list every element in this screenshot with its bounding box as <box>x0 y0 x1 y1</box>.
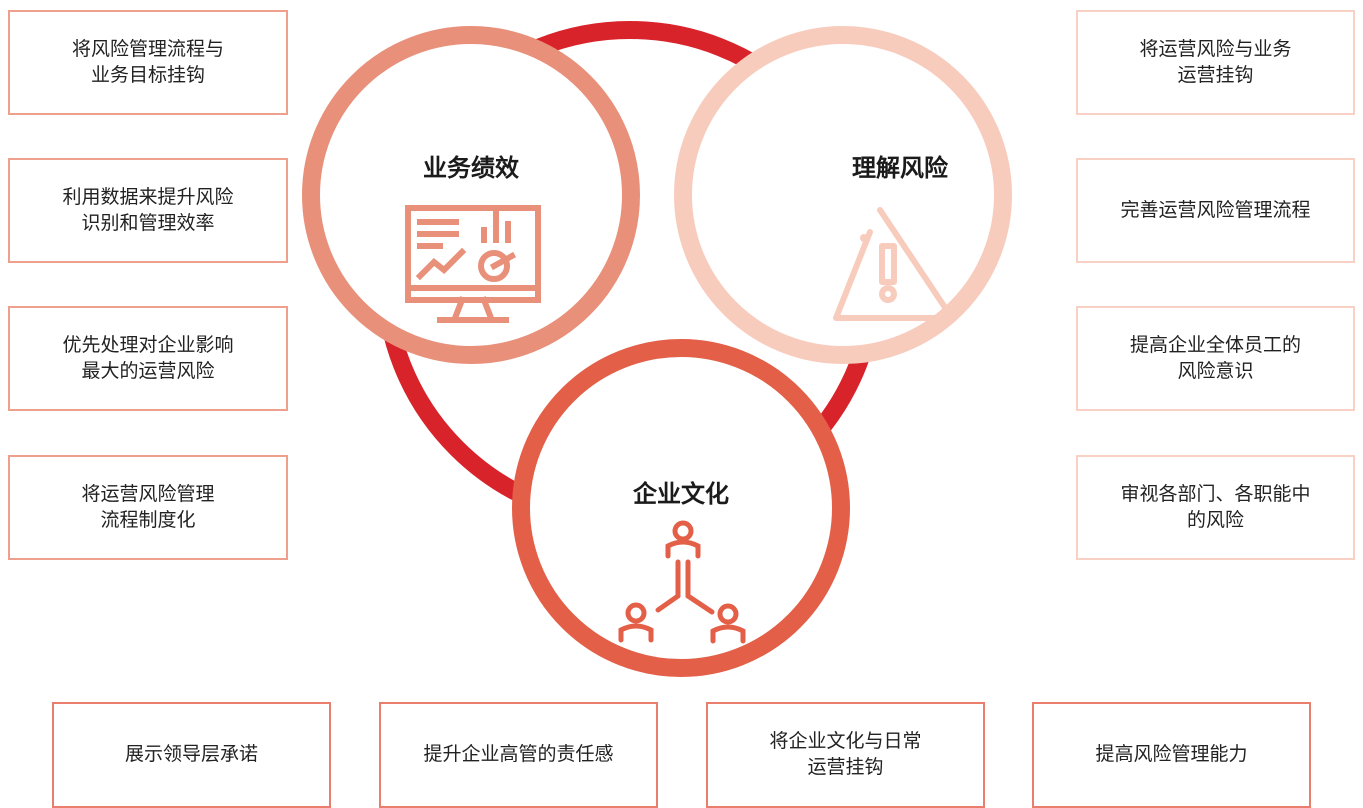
right-box-2: 完善运营风险管理流程 <box>1076 158 1355 263</box>
people-network-icon <box>618 520 746 644</box>
left-box-4: 将运营风险管理 流程制度化 <box>8 455 288 560</box>
right-box-3: 提高企业全体员工的 风险意识 <box>1076 306 1355 411</box>
culture-circle <box>512 339 850 677</box>
monitor-chart-icon <box>405 205 541 323</box>
bottom-box-1: 展示领导层承诺 <box>52 702 331 808</box>
business-circle <box>302 26 640 364</box>
risk-circle-title: 理解风险 <box>852 154 948 182</box>
left-box-3: 优先处理对企业影响 最大的运营风险 <box>8 306 288 411</box>
left-box-1: 将风险管理流程与 业务目标挂钩 <box>8 10 288 115</box>
bottom-box-3: 将企业文化与日常 运营挂钩 <box>706 702 985 808</box>
bottom-box-2: 提升企业高管的责任感 <box>379 702 658 808</box>
business-circle-title: 业务绩效 <box>423 154 519 182</box>
right-box-4: 审视各部门、各职能中 的风险 <box>1076 455 1355 560</box>
right-box-1: 将运营风险与业务 运营挂钩 <box>1076 10 1355 115</box>
bottom-box-4: 提高风险管理能力 <box>1032 702 1311 808</box>
culture-circle-title: 企业文化 <box>633 480 729 508</box>
warning-triangle-icon <box>833 207 955 328</box>
left-box-2: 利用数据来提升风险 识别和管理效率 <box>8 158 288 263</box>
